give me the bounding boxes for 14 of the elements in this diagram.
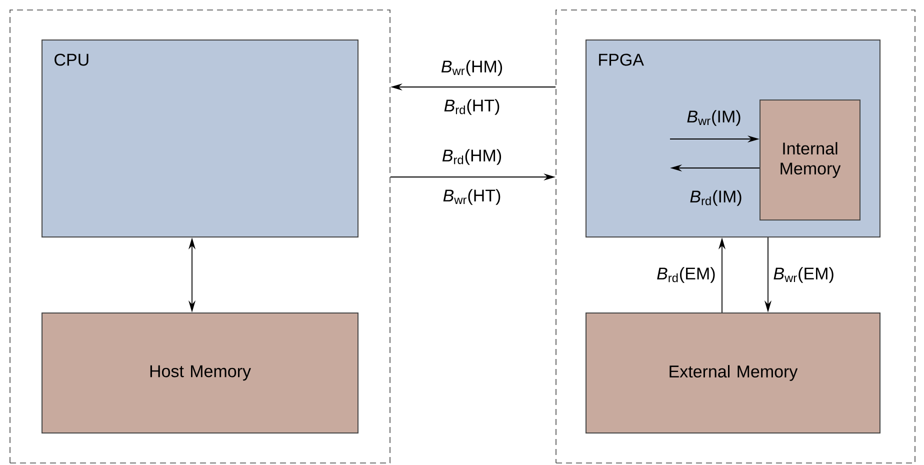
bandwidth-label: B$_{wr}$(HT) xyxy=(442,188,502,206)
edge-label: B$_{wr}$(IM) xyxy=(686,109,742,127)
edge-label: B$_{rd}$(EM) xyxy=(656,266,717,284)
processor-box: CPU xyxy=(42,40,358,238)
group-frame xyxy=(556,10,916,464)
memory-box: External Memory xyxy=(586,312,880,434)
edge-label: B$_{rd}$(IM) xyxy=(688,189,744,207)
memory-box: Host Memory xyxy=(42,312,358,434)
edge-label: B$_{rd}$(HM) xyxy=(440,148,504,166)
group-frame xyxy=(10,10,390,464)
edge-label: B$_{wr}$(HM) xyxy=(440,59,504,77)
bandwidth-label: B$_{rd}$(HT) xyxy=(442,98,502,116)
edge-label: B$_{wr}$(EM) xyxy=(772,266,836,284)
memory-box: Internal Memory xyxy=(760,100,860,220)
